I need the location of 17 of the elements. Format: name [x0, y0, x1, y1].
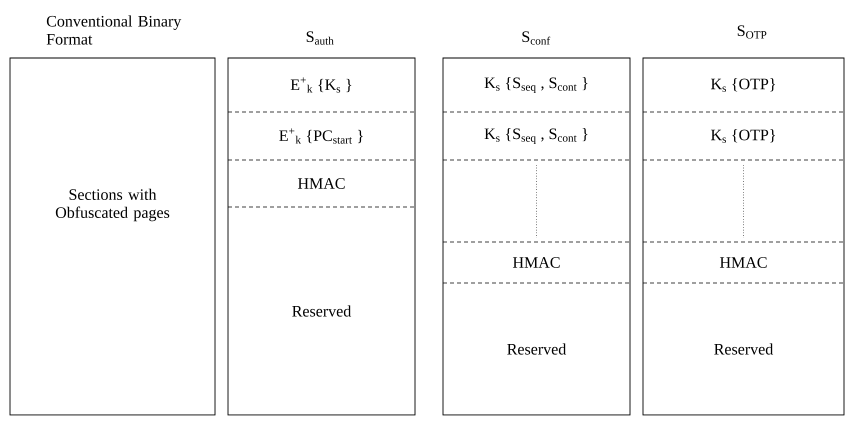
section-cell: K$_{s}$ {S$_{seq}$ , S$_{cont}$ } [484, 128, 588, 144]
section-cell: K$_{s}$ {S$_{seq}$ , S$_{cont}$ } [484, 76, 588, 94]
section-cell: K$_{s}$ {OTP} [710, 129, 776, 143]
section-cell: E$^{+}$$_{k}$ {K$_{s}$ } [290, 77, 352, 93]
section-cell: K$_{s}$ {OTP} [710, 78, 776, 92]
section-cell: Reserved [714, 343, 774, 355]
column-heading: S$_{OTP}$ [738, 25, 766, 39]
section-cell: E$^{+}$$_{k}$ {PC$_{start}$ } [279, 128, 363, 144]
column-heading: S$_{auth}$ [306, 31, 334, 45]
column-heading: S$_{conf}$ [522, 31, 550, 45]
section-cell: Reserved [292, 305, 352, 317]
section-cell: HMAC [720, 257, 767, 268]
section-cell: Reserved [507, 343, 566, 355]
column-heading: Conventional Binary Format [46, 15, 182, 45]
section-label: Sections with Obfuscated pages [56, 188, 170, 222]
section-cell: HMAC [298, 178, 345, 189]
section-cell: HMAC [512, 257, 560, 268]
